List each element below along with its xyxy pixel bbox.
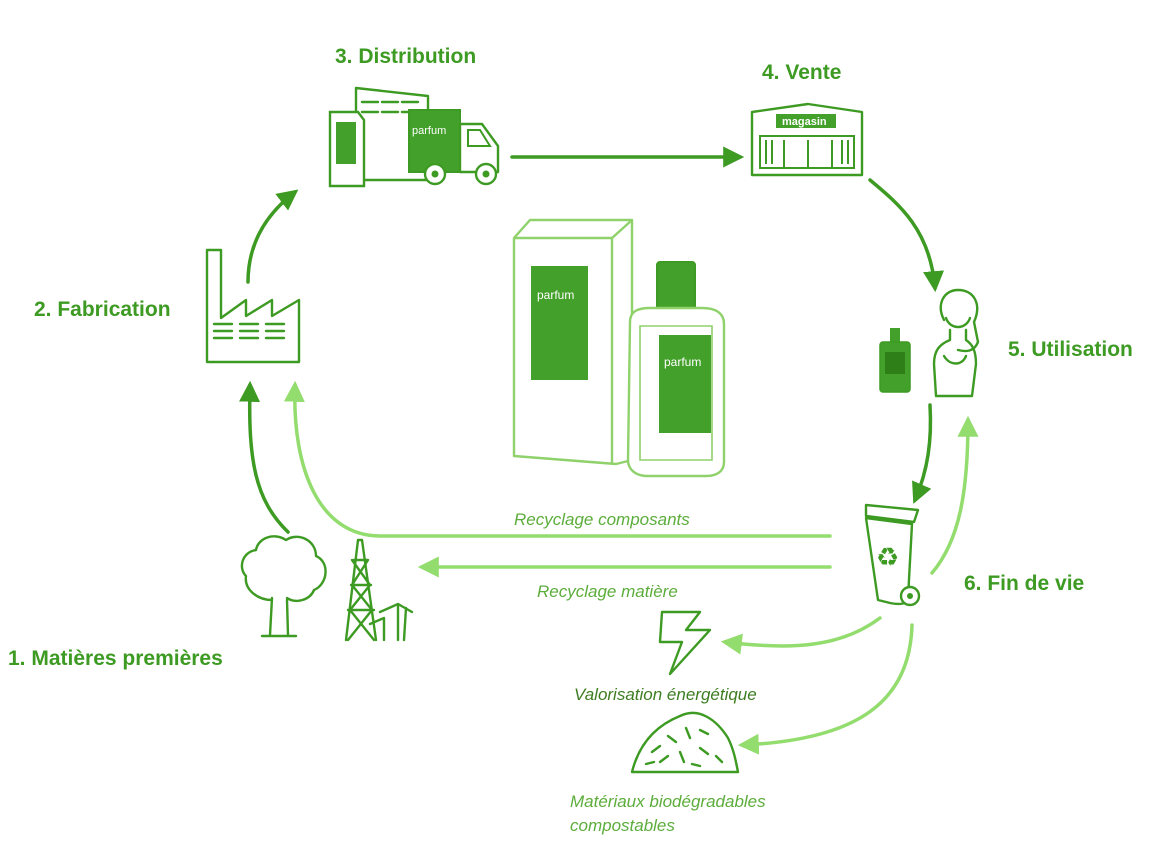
bottle-parfum-label: parfum xyxy=(664,355,701,369)
arrow-compost xyxy=(737,623,914,755)
truck-icon: parfum xyxy=(408,109,500,186)
stage-end-of-life: 6. Fin de vie xyxy=(964,572,1084,595)
perfume-box-large: parfum xyxy=(512,218,634,466)
stage-raw-materials: 1. Matières premières xyxy=(8,647,223,670)
woman-icon xyxy=(932,288,980,398)
perfume-bottle-large: parfum xyxy=(626,261,726,478)
flow-biodegradable-line2: compostables xyxy=(570,816,675,835)
recycle-symbol-icon: ♻ xyxy=(876,543,899,573)
perfume-box-icon xyxy=(328,110,366,188)
recycle-bin-icon: ♻ xyxy=(864,503,921,607)
arrow-use-to-end-of-life xyxy=(912,403,933,504)
factory-icon xyxy=(205,248,301,364)
perfume-bottle-icon xyxy=(879,328,911,393)
flow-energy-recovery: Valorisation énergétique xyxy=(574,685,757,704)
flow-recycling-components: Recyclage composants xyxy=(514,510,690,529)
stage-use: 5. Utilisation xyxy=(1008,338,1133,361)
stage-sale: 4. Vente xyxy=(762,61,841,84)
store-sign-label: magasin xyxy=(782,116,827,128)
flow-biodegradable-line1: Matériaux biodégradables xyxy=(570,792,766,811)
stage-fabrication: 2. Fabrication xyxy=(34,298,171,321)
flow-recycling-material: Recyclage matière xyxy=(537,582,678,601)
arrow-energy-recovery xyxy=(720,616,882,655)
arrow-raw-to-fabrication xyxy=(239,380,290,534)
arrow-end-of-life-to-use xyxy=(930,415,979,575)
tree-icon xyxy=(240,535,327,638)
oil-derrick-icon xyxy=(344,538,414,642)
arrow-recycling-components xyxy=(283,380,832,538)
lightning-icon xyxy=(658,610,712,676)
arrow-sale-to-use xyxy=(868,178,945,293)
compost-heap-icon xyxy=(630,711,740,774)
store-icon: magasin xyxy=(750,102,864,177)
arrow-fabrication-to-distribution xyxy=(246,189,299,284)
stage-distribution: 3. Distribution xyxy=(335,45,476,68)
box-parfum-label: parfum xyxy=(537,288,574,302)
truck-parfum-label: parfum xyxy=(412,125,446,137)
